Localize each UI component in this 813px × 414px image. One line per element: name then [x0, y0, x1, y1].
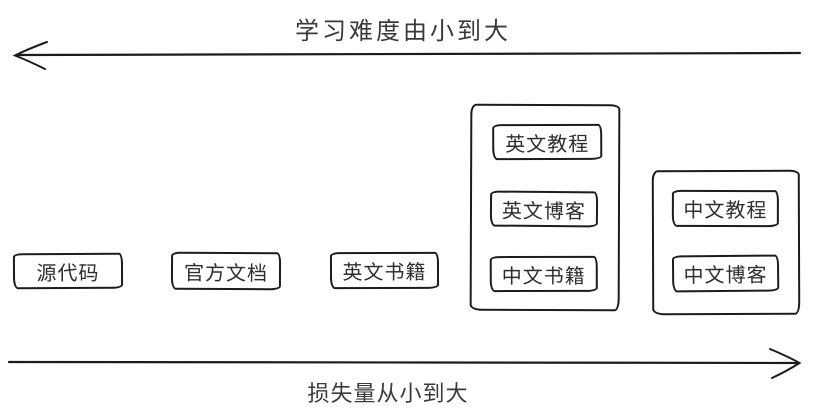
- loss-right-arrow-icon: [7, 348, 802, 379]
- difficulty-axis-label: 学习难度由小到大: [295, 18, 511, 45]
- box-official-docs: 官方文档: [170, 251, 282, 291]
- box-chinese-tutorials-label: 中文教程: [683, 199, 768, 223]
- box-english-blogs: 英文博客: [489, 190, 599, 228]
- group-box-english-sources: 英文教程 英文博客 中文书籍: [469, 103, 621, 312]
- box-chinese-books: 中文书籍: [489, 255, 598, 293]
- box-chinese-blogs-label: 中文博客: [683, 264, 768, 288]
- box-source-code: 源代码: [12, 252, 124, 290]
- box-chinese-books-label: 中文书籍: [501, 265, 586, 288]
- group-box-chinese-sources: 中文教程 中文博客: [651, 169, 801, 316]
- box-english-tutorials: 英文教程: [492, 123, 603, 161]
- box-official-docs-label: 官方文档: [183, 262, 269, 285]
- box-english-books-label: 英文书籍: [342, 261, 427, 285]
- box-english-blogs-label: 英文博客: [501, 200, 587, 223]
- box-chinese-blogs: 中文博客: [671, 254, 780, 293]
- box-english-tutorials-label: 英文教程: [505, 133, 590, 156]
- difficulty-left-arrow-icon: [12, 41, 802, 70]
- box-source-code-label: 源代码: [36, 262, 100, 285]
- box-chinese-tutorials: 中文教程: [671, 189, 779, 228]
- box-english-books: 英文书籍: [329, 251, 440, 290]
- loss-axis-label: 损失量从小到大: [307, 381, 469, 406]
